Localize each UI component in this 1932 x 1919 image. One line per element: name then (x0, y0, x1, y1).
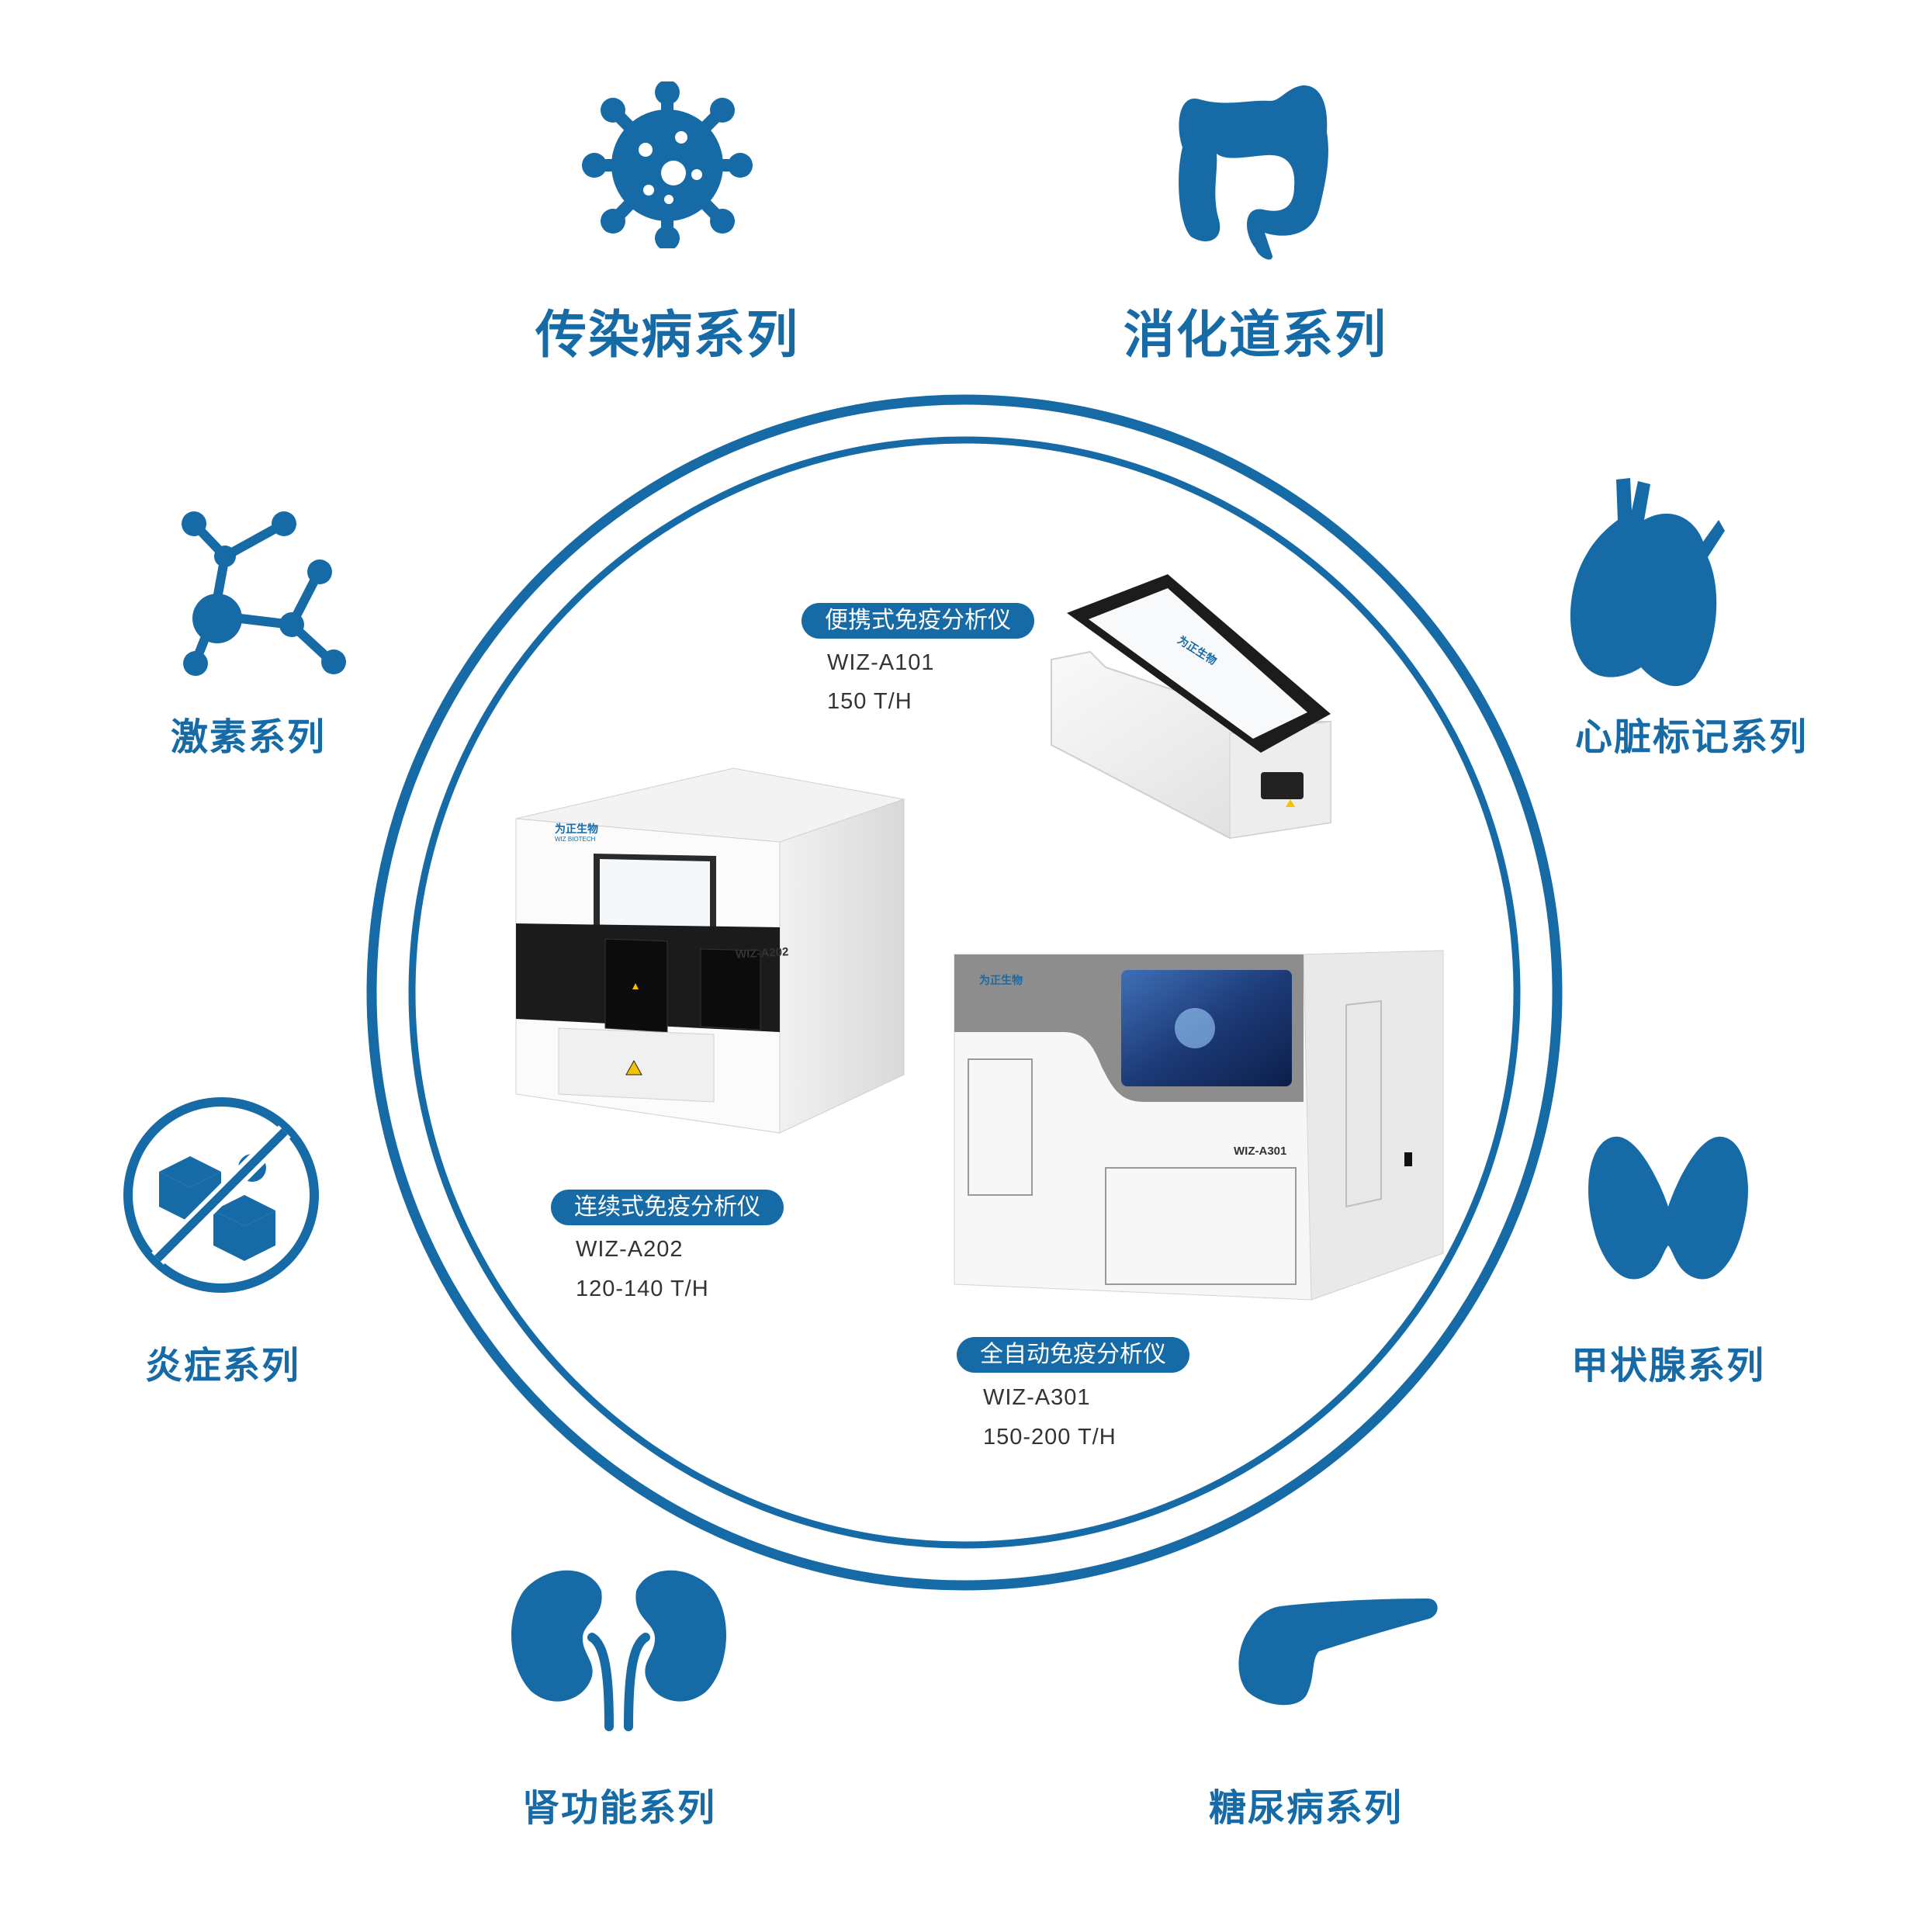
product-name-pill-a202: 连续式免疫分析仪 (551, 1190, 784, 1225)
category-label-kidney: 肾功能系列 (521, 1786, 717, 1830)
category-label-cardiac: 心脏标记系列 (1574, 715, 1809, 759)
device-a202-caption: WIZ-A202 (735, 945, 789, 961)
heart-icon (1570, 478, 1725, 687)
device-a202-brand-en: WIZ BIOTECH (555, 836, 596, 843)
device-a202-brand: 为正生物 (555, 823, 598, 836)
product-throughput-a202: 120-140 T/H (576, 1276, 709, 1301)
category-label-digestive: 消化道系列 (1124, 305, 1387, 365)
product-model-a101: WIZ-A101 (827, 650, 935, 675)
pancreas-icon (1238, 1599, 1438, 1706)
device-a301-caption: WIZ-A301 (1234, 1145, 1287, 1158)
product-name-pill-a301: 全自动免疫分析仪 (957, 1337, 1189, 1373)
product-throughput-a301: 150-200 T/H (983, 1425, 1117, 1450)
category-label-infectious: 传染病系列 (535, 305, 799, 365)
product-name-pill-a101: 便携式免疫分析仪 (802, 603, 1034, 639)
intestine-icon (1179, 85, 1328, 260)
category-label-hormone: 激素系列 (170, 715, 327, 759)
no-sugar-cubes-icon (123, 1097, 319, 1293)
device-a301-brand: 为正生物 (979, 975, 1023, 987)
product-model-a301: WIZ-A301 (983, 1385, 1091, 1410)
device-a101-image (1051, 574, 1331, 840)
product-throughput-a101: 150 T/H (827, 689, 912, 714)
product-model-a202: WIZ-A202 (576, 1237, 684, 1262)
thyroid-icon (1588, 1136, 1748, 1280)
device-a202-image (515, 767, 905, 1134)
category-label-thyroid: 甲状腺系列 (1570, 1344, 1766, 1387)
kidney-icon (511, 1570, 727, 1731)
category-label-inflammation: 炎症系列 (144, 1344, 301, 1387)
virus-icon (582, 81, 753, 248)
device-a301-image (954, 950, 1444, 1301)
molecule-icon (182, 511, 346, 676)
category-label-diabetes: 糖尿病系列 (1208, 1786, 1404, 1830)
